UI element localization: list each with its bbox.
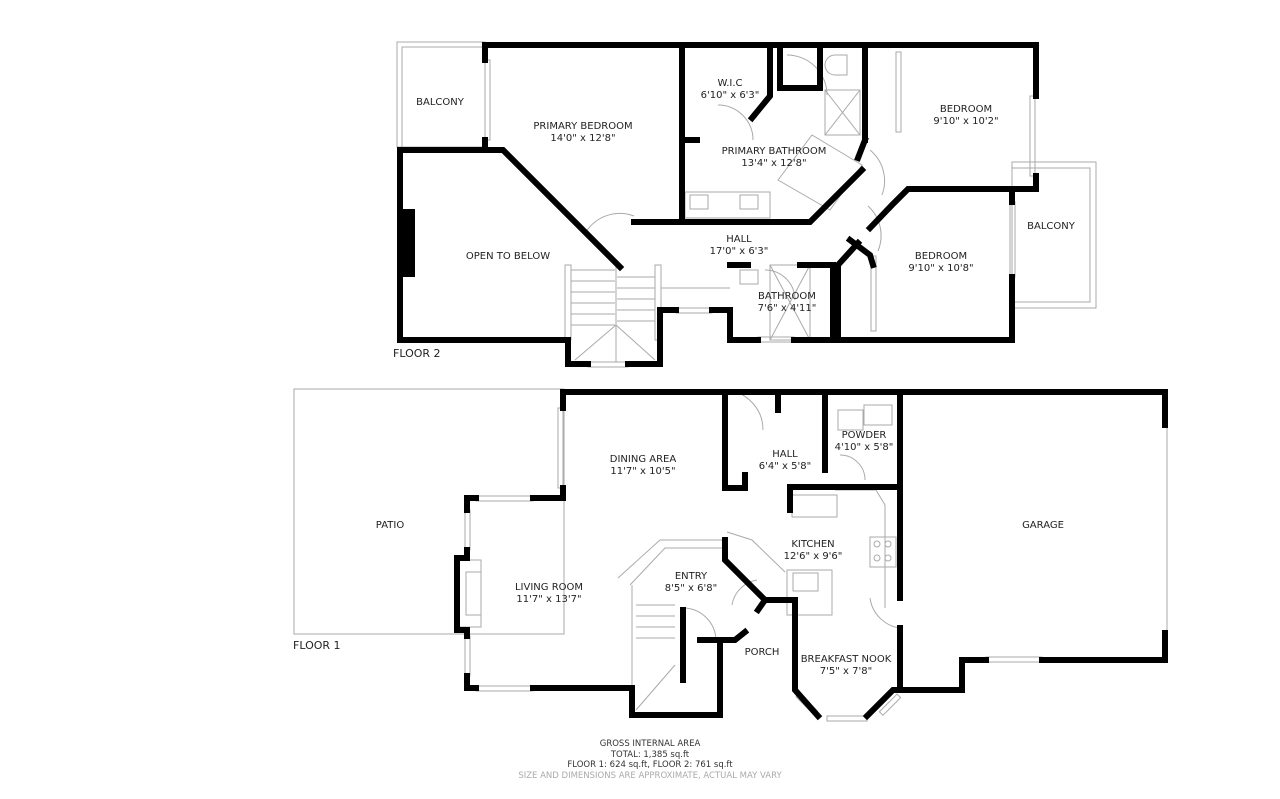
walls-floor1 xyxy=(454,389,1168,721)
stairs-floor1 xyxy=(617,539,722,711)
walls-floor2 xyxy=(397,42,1039,367)
floor-label-1: FLOOR 1 xyxy=(293,639,341,652)
bath-fixtures-floor2 xyxy=(684,54,893,431)
room-label-balcony-right: BALCONY xyxy=(1027,221,1075,232)
area-summary: GROSS INTERNAL AREA TOTAL: 1,385 sq.ft F… xyxy=(518,739,781,781)
fireplace xyxy=(458,559,482,628)
area-summary-by-floor: FLOOR 1: 624 sq.ft, FLOOR 2: 761 sq.ft xyxy=(567,760,733,770)
area-summary-disclaimer: SIZE AND DIMENSIONS ARE APPROXIMATE, ACT… xyxy=(518,770,782,781)
area-summary-total: TOTAL: 1,385 sq.ft xyxy=(610,749,690,760)
door-swing xyxy=(585,212,635,233)
area-summary-title: GROSS INTERNAL AREA xyxy=(599,739,701,749)
floor-label-2: FLOOR 2 xyxy=(393,347,441,360)
balcony-outline-left xyxy=(396,41,486,148)
room-label-open-to-below: OPEN TO BELOW xyxy=(465,251,551,262)
room-label-garage: GARAGE xyxy=(1022,520,1064,531)
stairs-floor2 xyxy=(564,264,730,362)
patio-outline xyxy=(293,388,565,635)
balcony-outline-right xyxy=(1011,161,1097,309)
room-label-porch: PORCH xyxy=(744,647,780,658)
room-label-patio: PATIO xyxy=(375,520,405,531)
room-label-balcony-left: BALCONY xyxy=(416,97,464,108)
